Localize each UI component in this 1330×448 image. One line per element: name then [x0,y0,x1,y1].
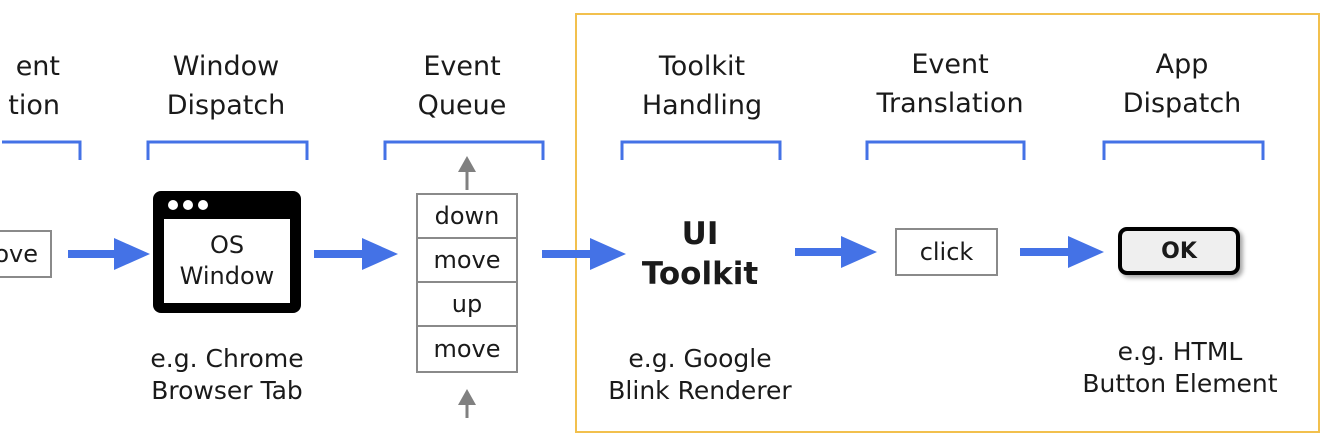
stage-title-event-translation: Event Translation [855,45,1045,123]
queue-out-arrow-icon [458,156,476,190]
caption-toolkit: e.g. Google Blink Renderer [595,343,805,407]
browser-window-icon: OS Window [153,191,301,313]
stage-bracket [2,140,82,160]
stage-bracket [620,140,782,160]
os-window-line: Window [179,262,275,290]
toolkit-line: Toolkit [641,256,759,292]
stage-title-toolkit-handling: Toolkit Handling [612,47,792,125]
flow-arrow-icon [1020,236,1104,268]
caption-line: Blink Renderer [608,376,792,405]
caption-line: e.g. Chrome [150,344,304,373]
caption-line: Button Element [1082,369,1278,398]
stage-title-line: tion [8,90,60,121]
stage-bracket [146,140,309,160]
window-dot [168,200,178,210]
stage-bracket [865,140,1026,160]
flow-arrow-icon [795,236,877,268]
input-event-box: ove [0,230,52,278]
toolkit-region-border [575,13,1320,433]
stage-title-event-queue: Event Queue [372,47,552,125]
caption-window: e.g. Chrome Browser Tab [122,343,332,407]
stage-title-app-dispatch: App Dispatch [1092,45,1272,123]
stage-title-line: App [1155,49,1209,80]
caption-line: Browser Tab [151,376,303,405]
window-content: OS Window [164,219,290,303]
stage-title-line: Translation [876,88,1024,119]
stage-title-event-translation-partial: ent tion [0,47,60,127]
stage-title-line: Dispatch [1122,88,1242,119]
stage-title-line: Event [423,51,501,82]
stage-title-line: Handling [641,90,763,121]
stage-title-line: ent [15,51,60,82]
ok-button-label: OK [1161,238,1197,264]
stage-bracket [1102,140,1265,160]
stage-title-window-dispatch: Window Dispatch [136,47,316,125]
stage-title-line: Queue [417,90,507,121]
window-dot [183,200,193,210]
input-event-label: ove [0,240,38,268]
window-dot [198,200,208,210]
stage-title-line: Window [172,51,280,82]
flow-arrow-icon [542,238,626,270]
stage-title-line: Event [911,49,989,80]
flow-arrow-icon [314,238,398,270]
caption-line: e.g. Google [628,344,772,373]
stage-bracket [383,140,545,160]
queue-in-arrow-icon [458,389,476,418]
ok-button[interactable]: OK [1118,227,1240,275]
toolkit-line: UI [681,216,719,252]
event-queue: down move up move [416,193,518,373]
os-window-line: OS [209,231,245,259]
translated-event-label: click [919,238,974,266]
queue-item: move [433,335,501,363]
window-controls [168,200,208,210]
queue-item: move [418,239,516,283]
ui-toolkit-label: UI Toolkit [620,214,780,294]
queue-item: up [418,283,516,327]
translated-event-box: click [895,228,998,276]
stage-title-line: Dispatch [166,90,286,121]
caption-app: e.g. HTML Button Element [1070,336,1290,400]
queue-item: down [418,195,516,239]
stage-title-line: Toolkit [658,51,746,82]
caption-line: e.g. HTML [1117,337,1243,366]
flow-arrow-icon [68,238,150,270]
